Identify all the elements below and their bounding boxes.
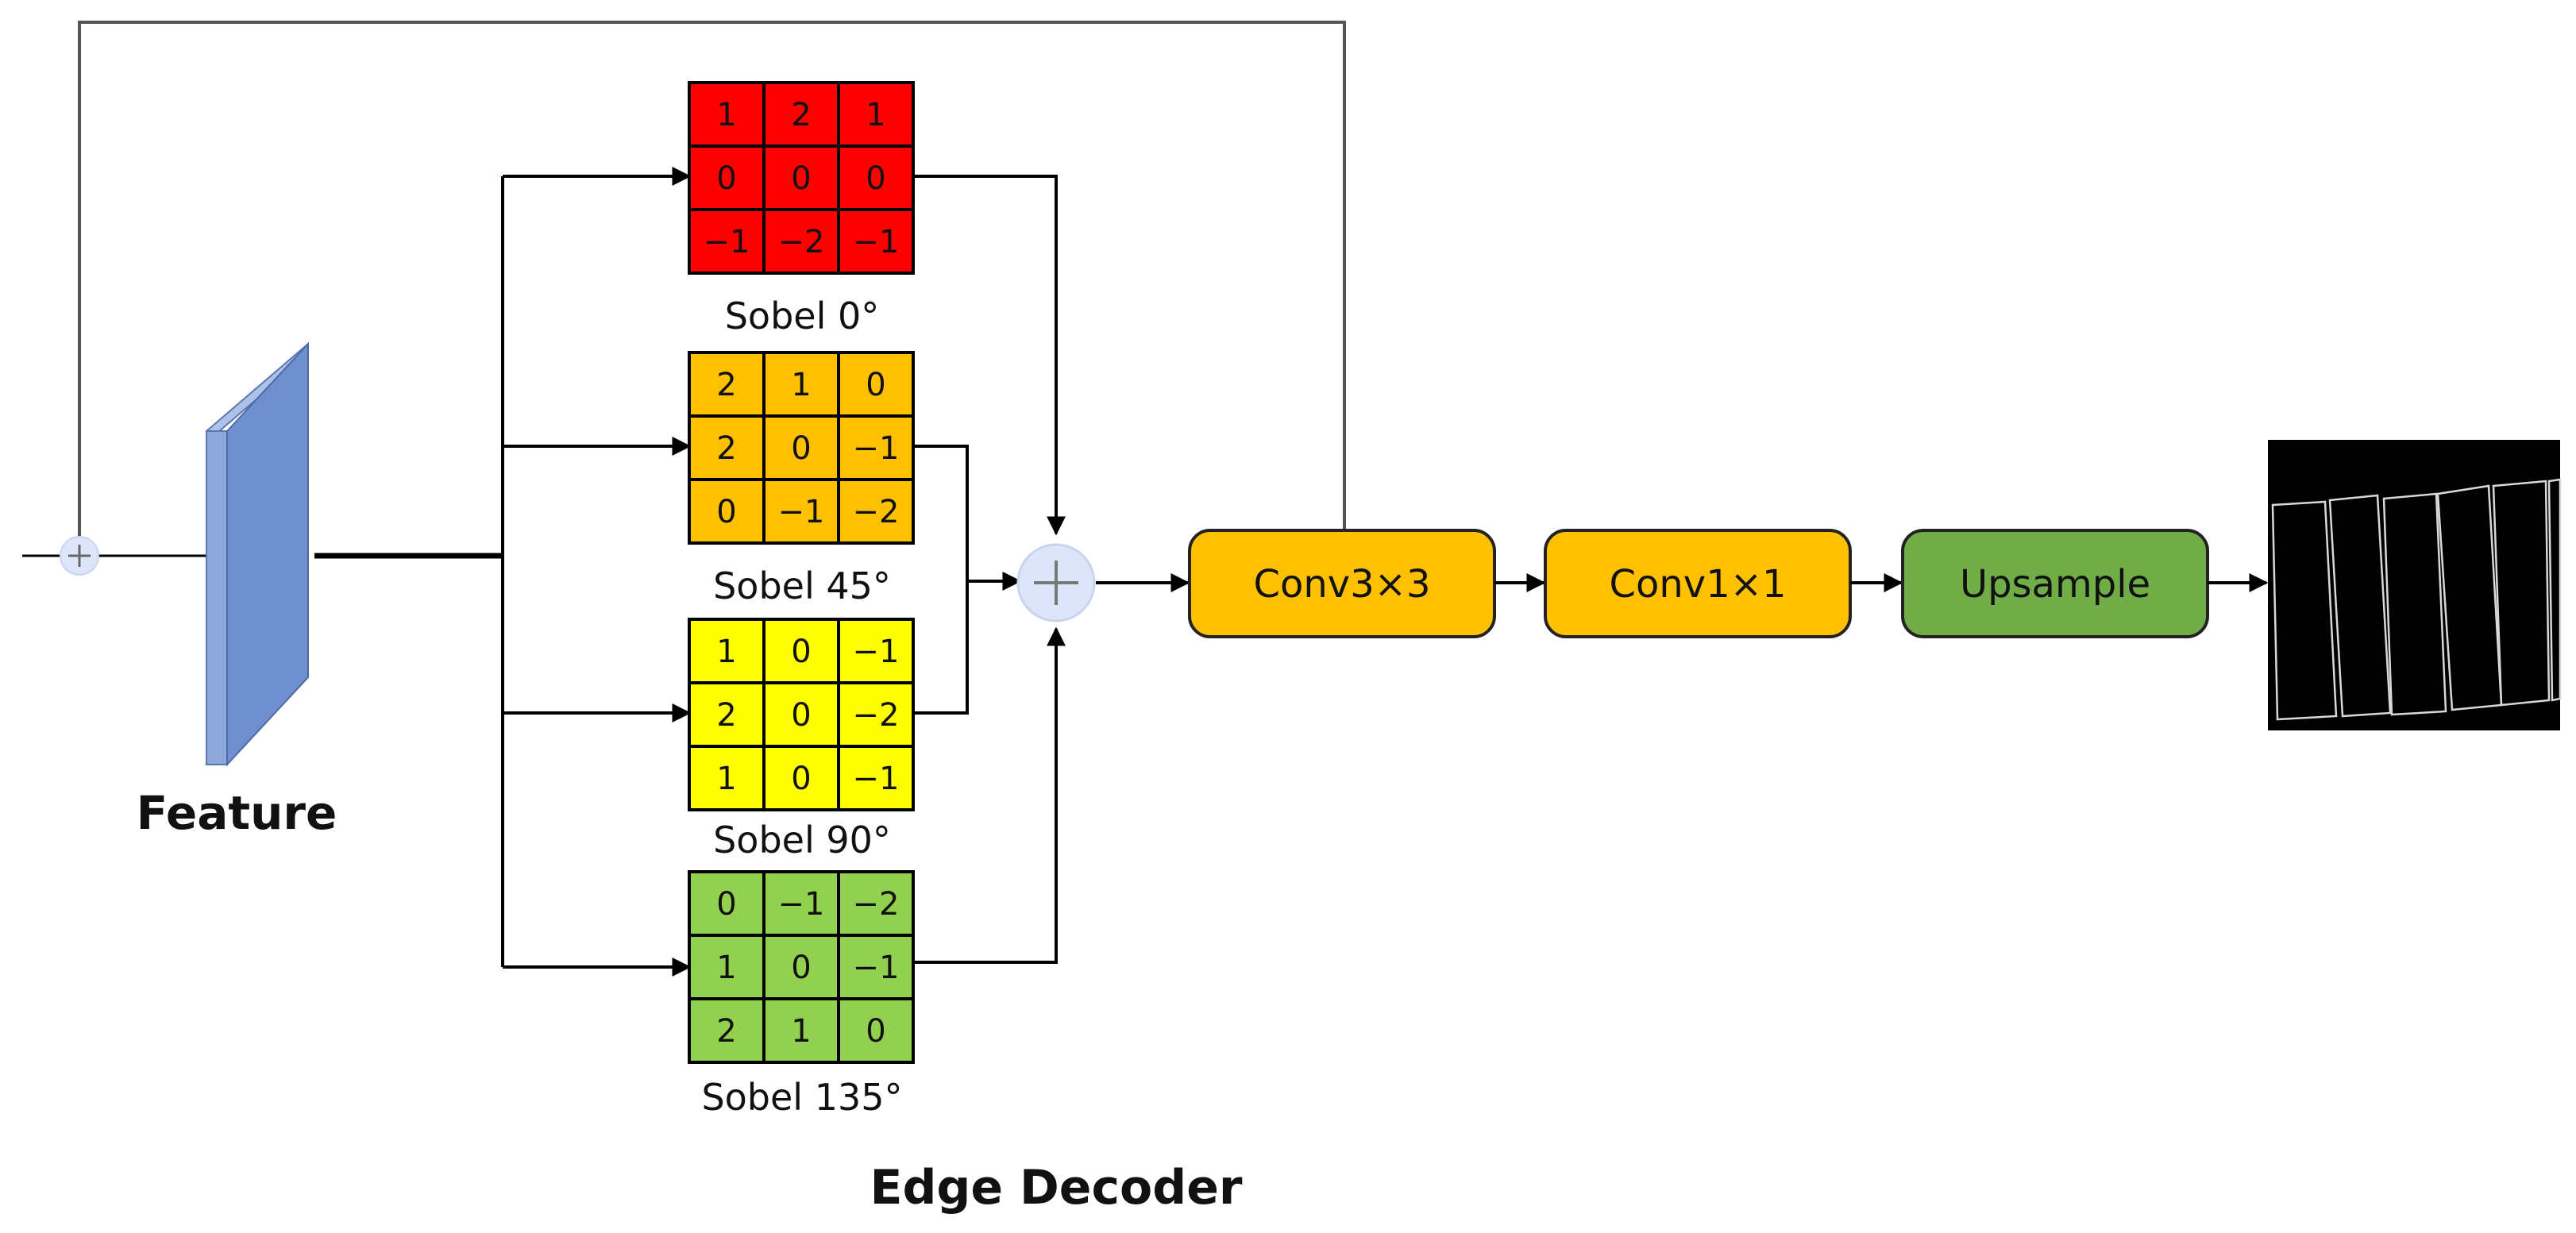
out-line-45 [915,445,969,715]
conv3x3-label: Conv3×3 [1253,562,1430,607]
kernel-cell [837,414,915,481]
kernel-cell-value: 2 [716,430,736,467]
skip-connection-line [78,21,1346,556]
kernel-cell [837,745,915,811]
kernel-cell [837,478,915,545]
kernel-cell [837,208,915,275]
kernel-cell-value: 0 [716,494,736,530]
conv3x3-block: Conv3×3 [1188,529,1496,638]
kernel-cell-value: 1 [791,367,811,403]
kernel-cell-value: 0 [791,697,811,734]
kernel-cell-value: 0 [716,160,736,197]
kernel-cell [837,681,915,748]
input-sum-plus-icon [68,545,91,567]
kernel-label-sobel-90: Sobel 90° [713,819,891,861]
kernel-cell-value: −1 [853,950,900,986]
kernel-cell-value: 0 [866,160,885,197]
kernel-cell-value: −2 [778,224,825,260]
edge-outline [2328,494,2392,718]
kernel-cell [688,870,765,937]
kernel-cell [837,934,915,1000]
kernel-cell-value: 2 [716,697,736,734]
kernel-cell-value: 0 [866,1013,885,1050]
out-line-135 [915,626,1066,964]
kernel-cell-value: −1 [853,761,900,797]
kernel-cell-value: 1 [791,1013,811,1050]
kernel-cell-value: 1 [716,634,736,670]
kernel-cell-value: −1 [853,224,900,260]
kernel-cell-value: 0 [791,761,811,797]
kernel-cell-value: 0 [716,886,736,923]
kernel-cell [762,414,840,481]
feature-map-edge [206,430,228,765]
kernel-cell [688,934,765,1000]
kernel-cell [762,208,840,275]
upsample-block: Upsample [1901,529,2209,638]
kernel-cell-value: 0 [791,160,811,197]
kernel-label-sobel-45: Sobel 45° [713,564,891,607]
kernel-cell-value: 2 [716,1013,736,1050]
kernel-cell-value: −2 [853,697,900,734]
out-line-0 [915,175,1066,536]
kernel-cell-value: −1 [853,634,900,670]
feature-map [206,341,309,767]
edge-outline [2271,500,2338,721]
kernel-cell-value: −2 [853,494,900,530]
edge-decoder-title: Edge Decoder [870,1160,1243,1216]
kernel-cell-value: 1 [866,97,885,133]
kernel-cell [837,144,915,211]
kernel-sobel-0: 1 2 1 0 0 0 −1 −2 −1 [688,81,915,275]
kernel-cell-value: 0 [866,367,885,403]
edge-map-background [2268,440,2560,730]
kernel-cell [837,870,915,937]
feature-label: Feature [137,786,337,840]
kernel-label-sobel-135: Sobel 135° [701,1076,902,1119]
kernel-cell-value: 1 [716,950,736,986]
kernel-sobel-45: 2 1 0 2 0 −1 0 −1 −2 [688,351,915,545]
kernel-cell-value: −1 [704,224,750,260]
conv1x1-block: Conv1×1 [1544,529,1852,638]
kernel-cell-value: 2 [791,97,811,133]
kernel-cell [837,351,915,418]
kernel-label-sobel-0: Sobel 0° [725,295,880,337]
edge-outline [2547,478,2562,702]
kernel-cell-value: −1 [778,494,825,530]
kernel-cell [688,208,765,275]
kernel-cell [762,351,840,418]
sum-plus-icon [1034,561,1078,605]
feature-map-face [226,341,309,767]
edge-map-output [2268,440,2562,730]
kernel-cell [762,934,840,1000]
kernel-cell-value: 0 [791,950,811,986]
kernel-cell-value: 1 [716,97,736,133]
kernel-cell-value: 0 [791,430,811,467]
kernel-sobel-90: 1 0 −1 2 0 −2 1 0 −1 [688,618,915,811]
edge-outline [2492,480,2551,707]
kernel-cell-value: −2 [853,886,900,923]
kernel-cell [688,745,765,811]
kernel-cell [837,997,915,1064]
kernel-cell [688,997,765,1064]
kernel-cell-value: 1 [716,761,736,797]
conv1x1-label: Conv1×1 [1609,562,1786,607]
kernel-cell-value: 0 [791,634,811,670]
kernel-cell-value: −1 [853,430,900,467]
kernel-cell-value: −1 [778,886,825,923]
kernel-cell-value: 2 [716,367,736,403]
edge-outline [2382,492,2447,716]
kernel-sobel-135: 0 −1 −2 1 0 −1 2 1 0 [688,870,915,1064]
upsample-label: Upsample [1960,562,2150,607]
kernel-cell [688,478,765,545]
